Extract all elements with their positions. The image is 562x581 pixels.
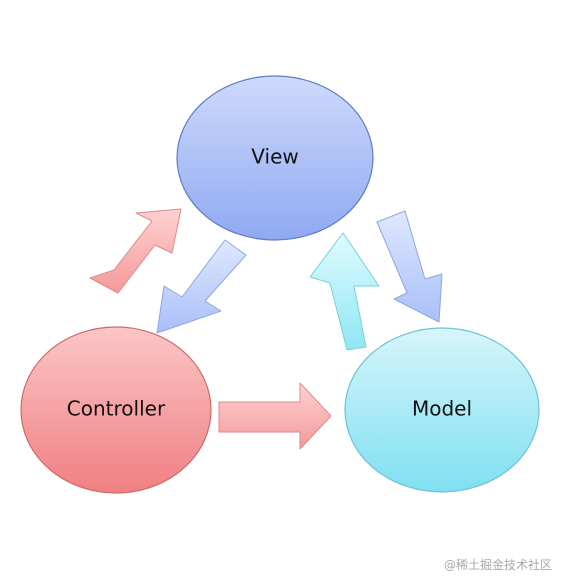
arrow-controller-to-model (218, 382, 332, 450)
view-ellipse (176, 75, 374, 241)
controller-ellipse (20, 326, 212, 494)
view-label: View (251, 145, 298, 169)
arrow-view-to-model (376, 210, 443, 323)
arrow-model-to-view (309, 232, 380, 351)
arrows-layer (89, 208, 443, 450)
arrow-view-to-controller (156, 239, 247, 334)
arrow-controller-to-view (89, 208, 182, 294)
model-node[interactable]: Model (344, 327, 540, 493)
nodes-layer: View Controller Model (20, 75, 540, 494)
view-node[interactable]: View (176, 75, 374, 241)
model-ellipse (344, 327, 540, 493)
watermark-text: @稀土掘金技术社区 (443, 558, 552, 572)
model-label: Model (412, 397, 472, 421)
controller-label: Controller (67, 397, 166, 421)
controller-node[interactable]: Controller (20, 326, 212, 494)
